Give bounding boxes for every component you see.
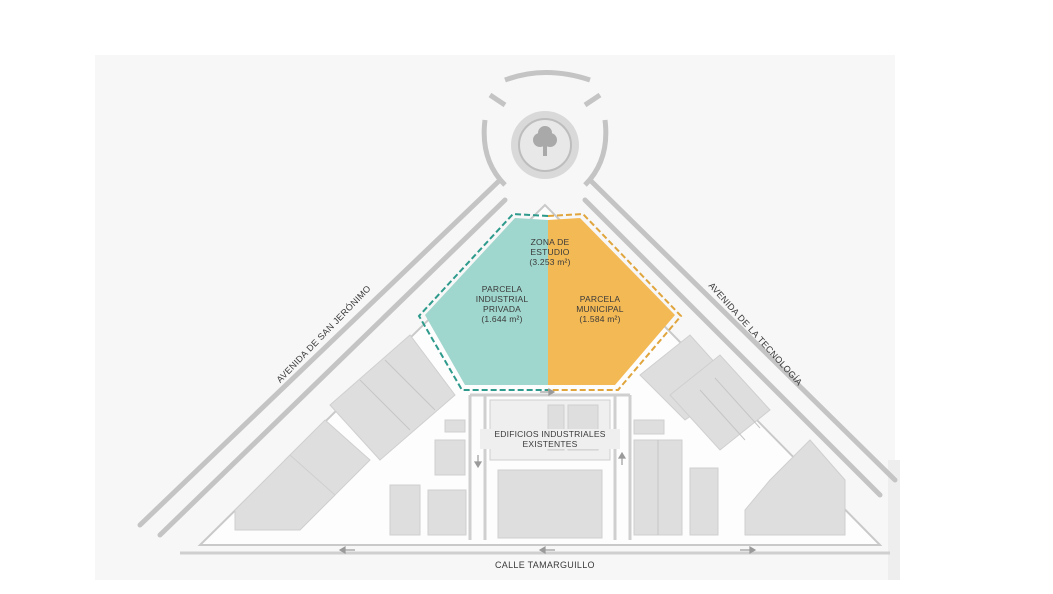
right-edge-strip xyxy=(888,460,900,580)
private-parcel-label: PARCELA INDUSTRIAL PRIVADA (1.644 m²) xyxy=(462,284,542,324)
left-avenue xyxy=(137,177,508,538)
municipal-parcel-line2: MUNICIPAL xyxy=(576,304,624,314)
zone-title-line2: ESTUDIO xyxy=(530,247,570,257)
private-parcel-line1: PARCELA xyxy=(481,284,523,294)
private-parcel-border xyxy=(417,212,549,391)
right-industrial-blocks xyxy=(633,334,846,536)
roundabout xyxy=(481,70,609,187)
private-parcel-area-text: (1.644 m²) xyxy=(481,314,523,324)
municipal-parcel-border xyxy=(547,212,683,391)
private-parcel-area xyxy=(425,218,548,385)
private-parcel-line3: PRIVADA xyxy=(482,304,522,314)
left-industrial-blocks xyxy=(234,334,467,536)
municipal-parcel-label: PARCELA MUNICIPAL (1.584 m²) xyxy=(560,294,640,324)
zone-title-line1: ZONA DE xyxy=(530,237,570,247)
municipal-parcel-area-text: (1.584 m²) xyxy=(579,314,621,324)
municipal-parcel-area xyxy=(548,218,675,385)
existing-buildings-line1: EDIFICIOS INDUSTRIALES xyxy=(494,429,606,439)
right-avenue xyxy=(582,177,898,498)
zone-title: ZONA DE ESTUDIO (3.253 m²) xyxy=(515,237,585,267)
circulation-arrow-icon xyxy=(338,387,757,555)
bottom-street-label: CALLE TAMARGUILLO xyxy=(495,560,595,570)
zone-area: (3.253 m²) xyxy=(529,257,571,267)
existing-buildings-label: EDIFICIOS INDUSTRIALES EXISTENTES xyxy=(480,429,620,449)
existing-buildings-line2: EXISTENTES xyxy=(522,439,578,449)
private-parcel-line2: INDUSTRIAL xyxy=(475,294,529,304)
tree-icon xyxy=(533,126,557,156)
municipal-parcel-line1: PARCELA xyxy=(579,294,621,304)
